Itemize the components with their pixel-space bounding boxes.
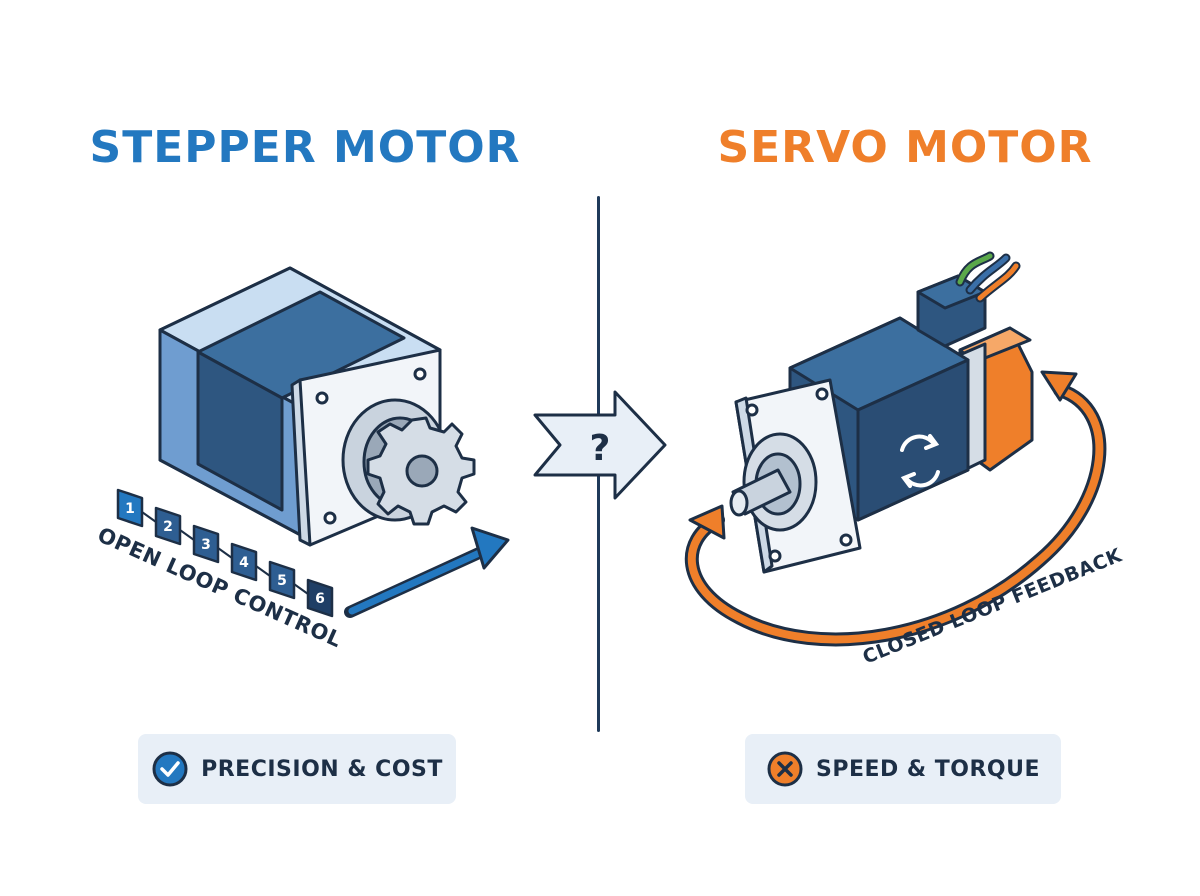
step-connector — [179, 529, 195, 541]
step-box: 2 — [154, 506, 182, 546]
step-number: 2 — [163, 519, 173, 535]
step-box: 1 — [116, 488, 144, 528]
rotation-icon — [900, 434, 940, 488]
x-circle-icon — [767, 751, 803, 787]
closed-loop-feedback-arrow — [684, 370, 1107, 647]
step-number: 1 — [125, 501, 135, 517]
servo-motor-title: SERVO MOTOR — [717, 122, 1093, 173]
precision-cost-label: PRECISION & COST — [201, 756, 443, 782]
closed-loop-feedback-label: CLOSED LOOP FEEDBACK — [860, 544, 1126, 669]
speed-torque-badge: SPEED & TORQUE — [745, 734, 1061, 804]
stepper-motor-title: STEPPER MOTOR — [89, 122, 521, 173]
step-number: 3 — [201, 537, 211, 553]
step-connector — [141, 511, 157, 523]
step-connector — [255, 565, 271, 577]
double-arrow-icon — [533, 390, 667, 500]
gear-icon — [366, 416, 476, 526]
step-number: 6 — [315, 591, 325, 607]
question-mark: ? — [590, 428, 611, 469]
step-number: 4 — [239, 555, 249, 571]
step-connector — [217, 547, 233, 559]
servo-motor-illustration — [729, 274, 1034, 574]
check-circle-icon — [152, 751, 188, 787]
step-box: 5 — [268, 560, 296, 600]
step-connector — [293, 583, 309, 595]
precision-cost-badge: PRECISION & COST — [138, 734, 456, 804]
speed-torque-label: SPEED & TORQUE — [815, 756, 1041, 782]
step-box: 3 — [192, 524, 220, 564]
step-boxes: 1 2 3 4 5 6 — [116, 488, 334, 618]
step-box: 6 — [306, 578, 334, 618]
step-number: 5 — [277, 573, 287, 589]
step-box: 4 — [230, 542, 258, 582]
